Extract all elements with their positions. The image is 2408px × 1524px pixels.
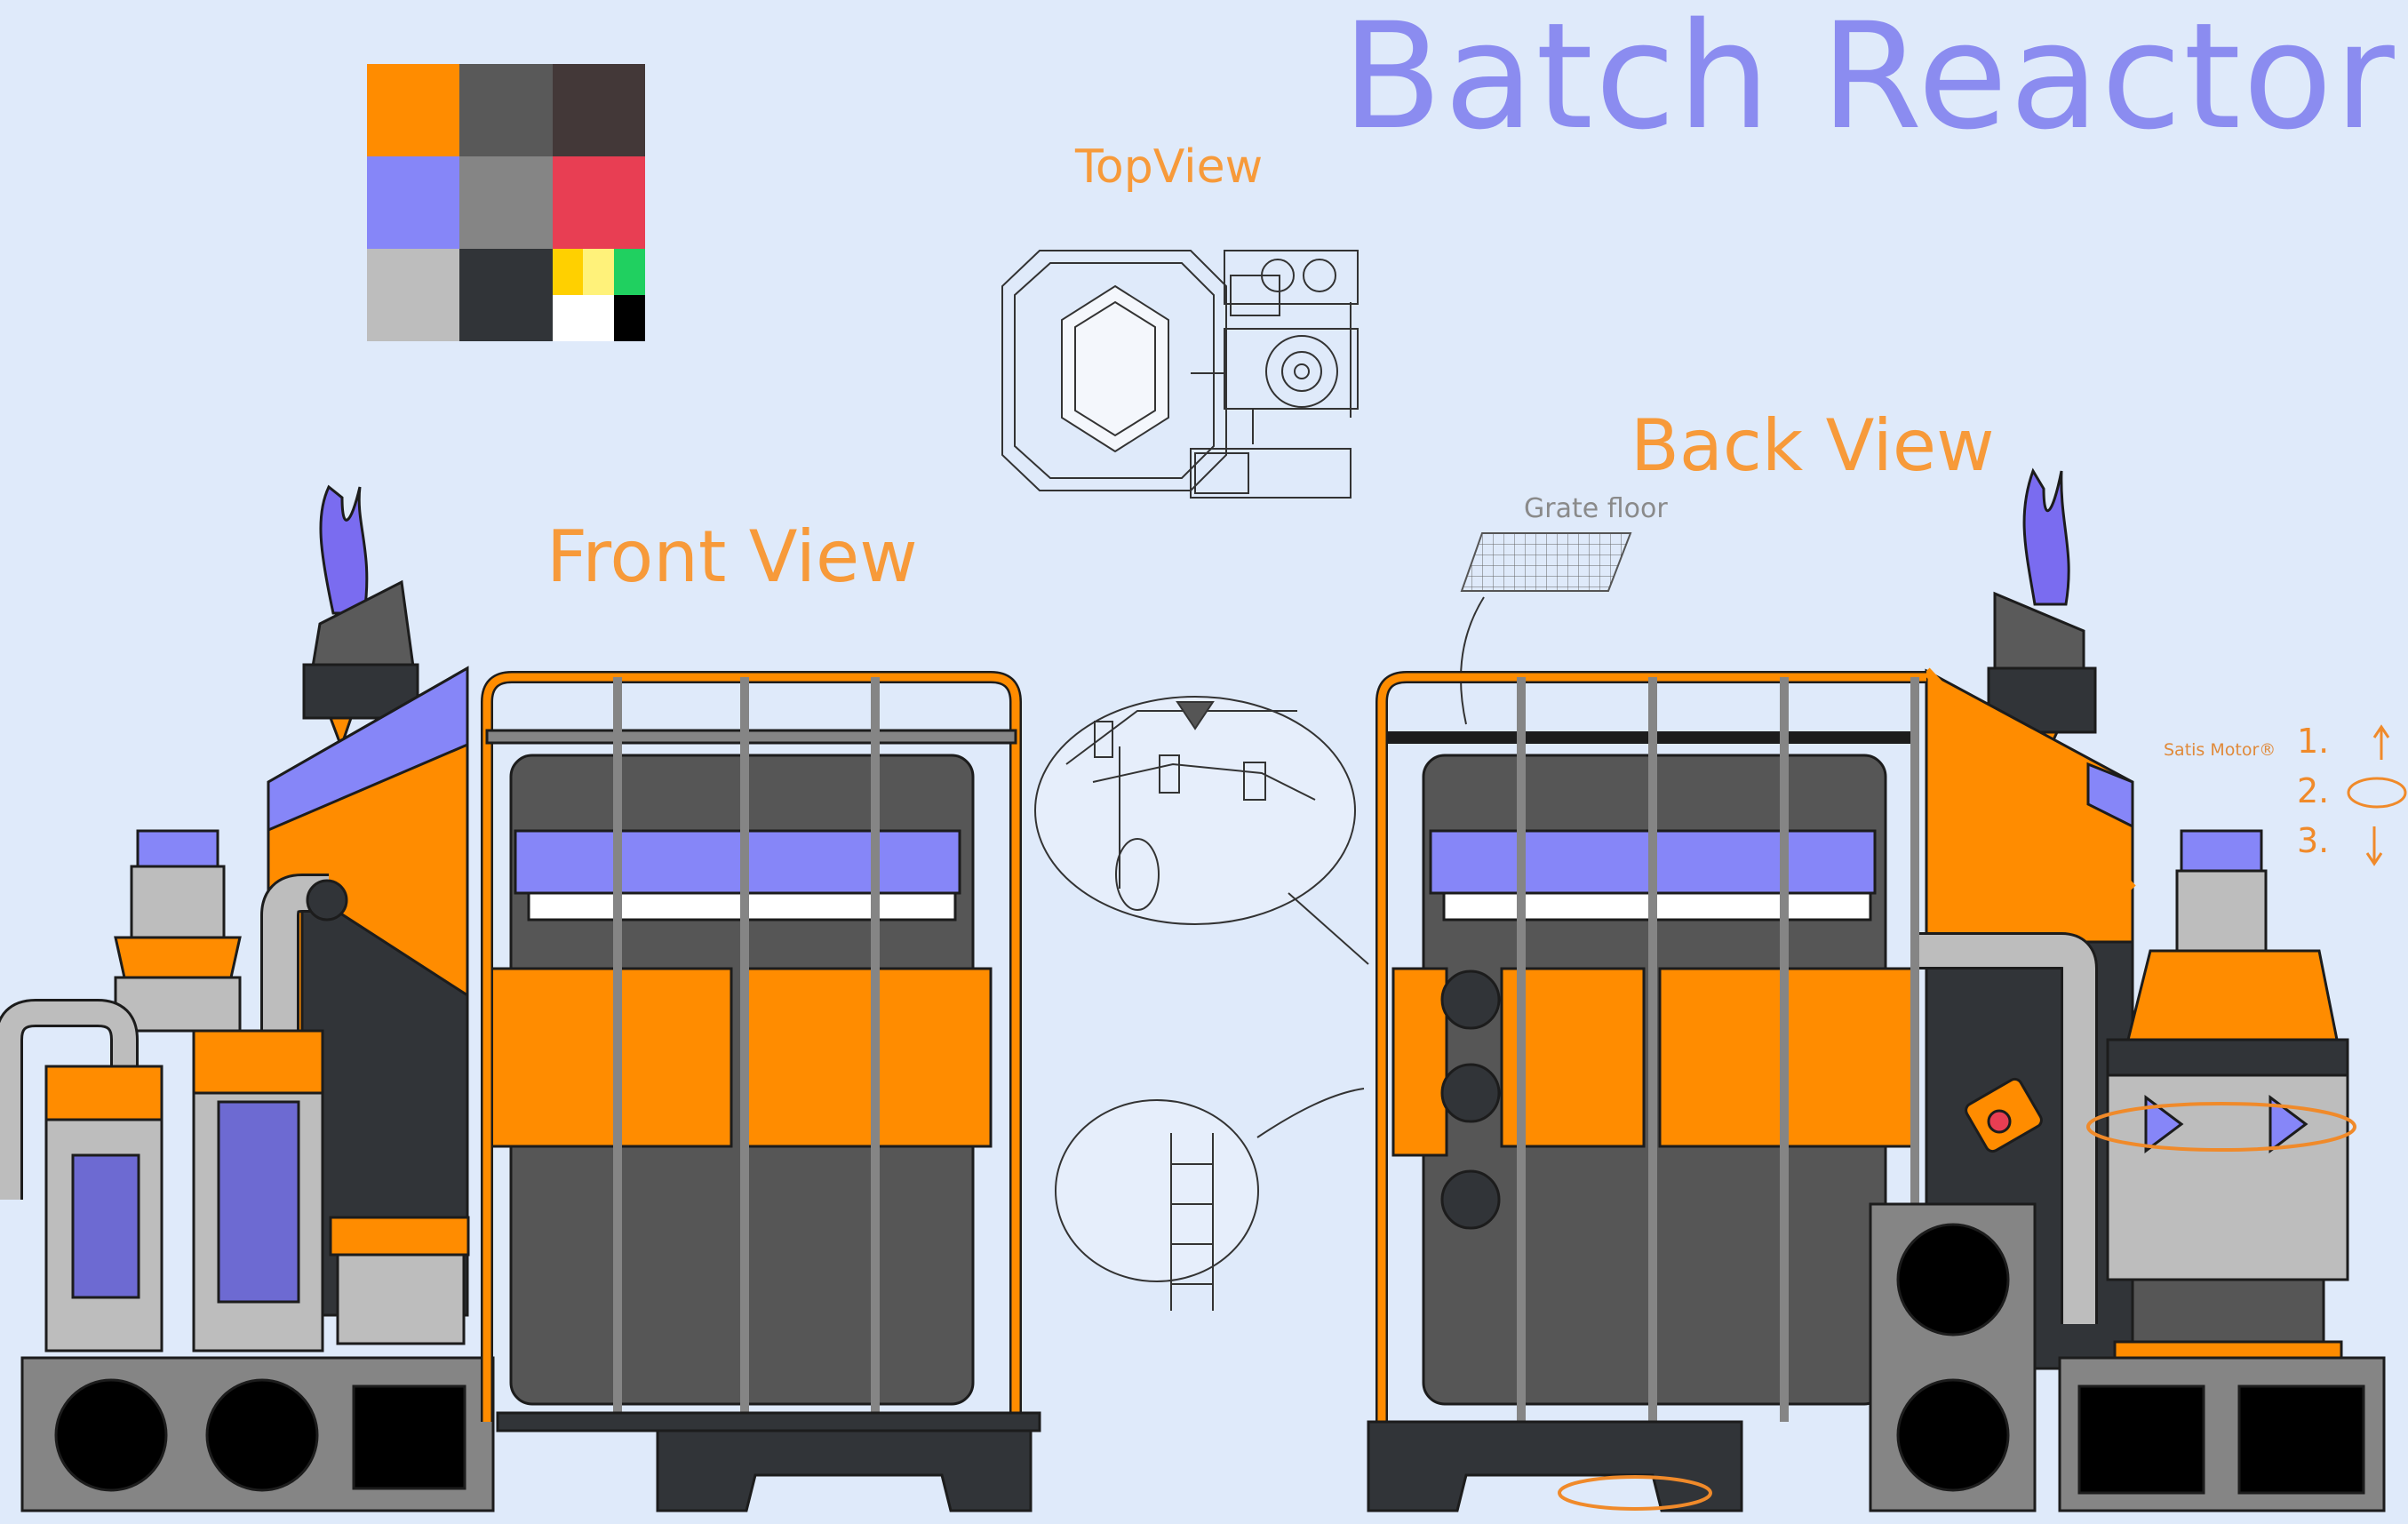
palette-accent-swatch: [583, 249, 615, 295]
page-title: Batch Reactor: [1342, 0, 2396, 162]
front-view-label: Front View: [546, 515, 918, 598]
palette-swatch: [459, 156, 553, 249]
palette-swatch: [459, 64, 553, 156]
palette-swatch: [367, 64, 460, 156]
step-2-label: 2.: [2297, 771, 2330, 810]
back-view-label: Back View: [1631, 404, 1995, 487]
back-view-reactor: [1367, 467, 2407, 1512]
top-view-sketch: [1001, 250, 1359, 499]
ladder-detail-bubble: [1055, 1088, 1365, 1311]
motor-label: Satis Motor®: [2164, 740, 2276, 760]
palette-accent-swatch: [552, 249, 584, 295]
palette-swatch: [552, 64, 645, 156]
palette-swatch: [367, 249, 460, 341]
palette-swatch: [459, 249, 553, 341]
top-view-label: TopView: [1075, 140, 1264, 194]
palette-swatch: [552, 249, 645, 341]
step-1-label: 1.: [2297, 722, 2330, 761]
railing-detail-bubble: [1034, 696, 1369, 965]
palette-accent-swatch: [614, 249, 645, 295]
palette-swatch: [367, 156, 460, 249]
palette-accent-swatch: [552, 295, 584, 341]
front-view-reactor: [0, 484, 1041, 1512]
grate-floor-sketch: [1460, 532, 1632, 725]
step-3-label: 3.: [2297, 821, 2330, 860]
grate-floor-label: Grate floor: [1524, 493, 1668, 524]
palette-accent-swatch: [614, 295, 645, 341]
color-palette: [367, 64, 645, 341]
palette-swatch: [552, 156, 645, 249]
palette-accent-swatch: [583, 295, 615, 341]
